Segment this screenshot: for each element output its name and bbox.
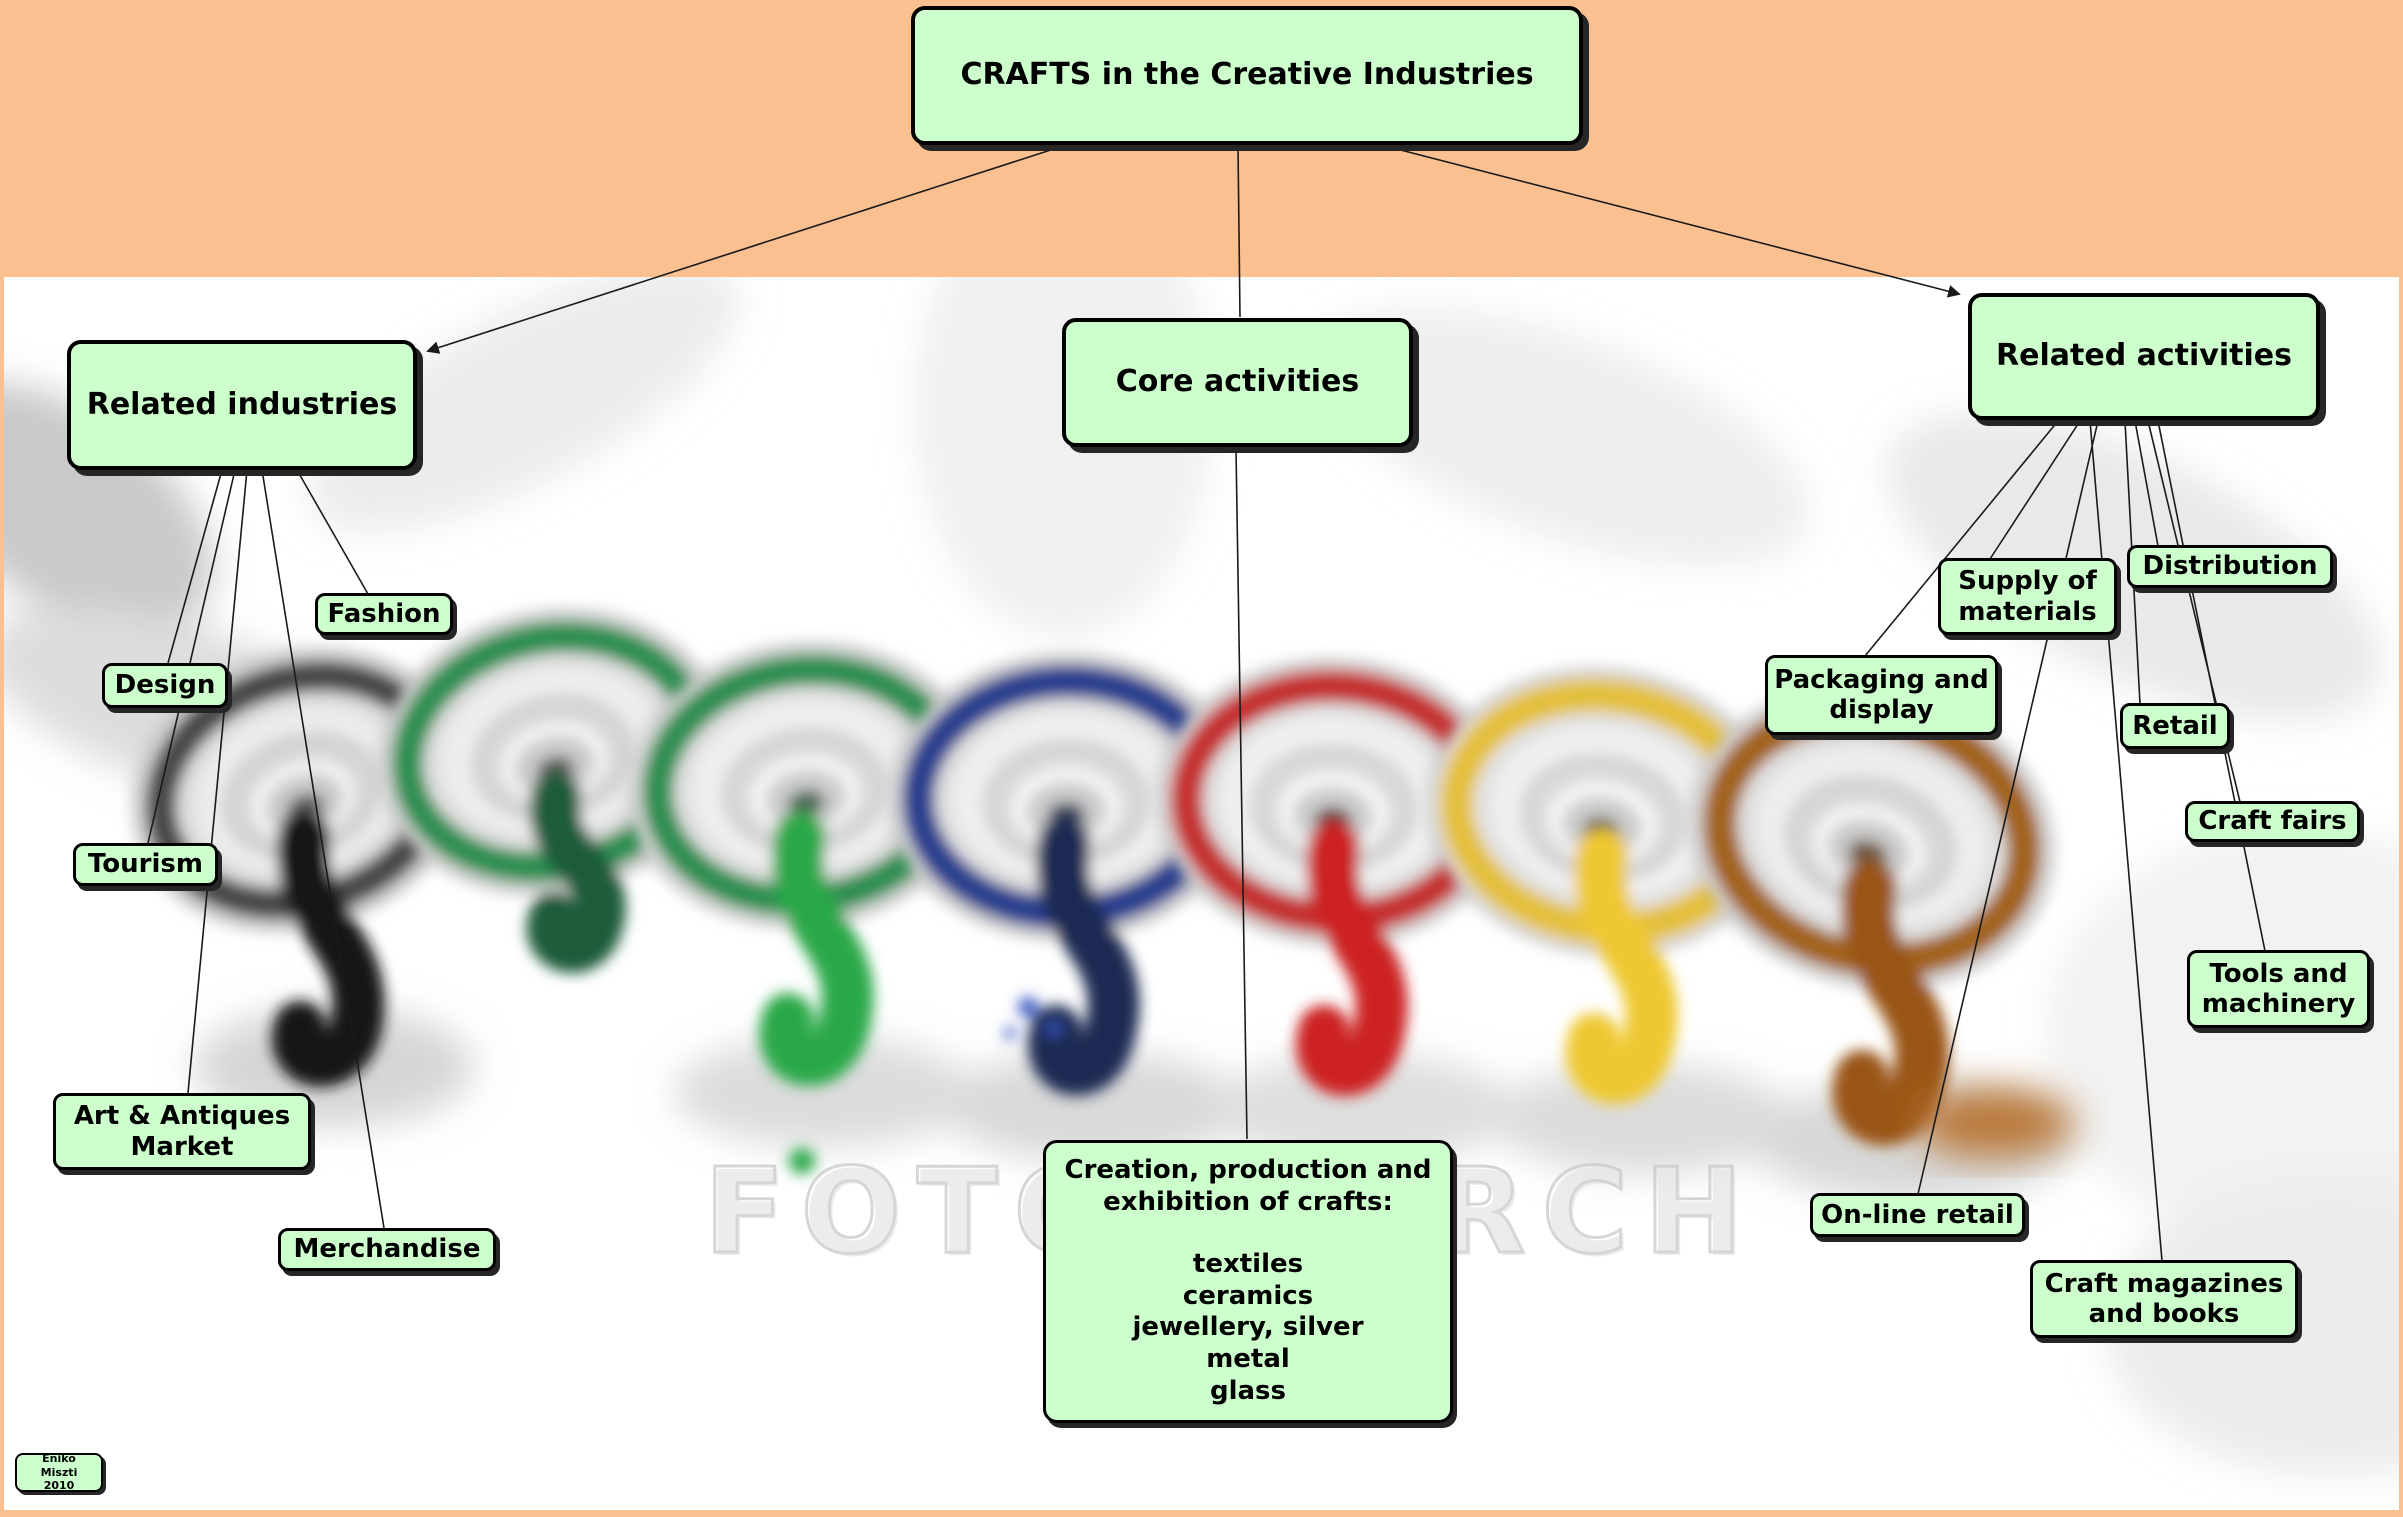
node-label: Merchandise: [293, 1234, 481, 1265]
node-label: Related activities: [1996, 338, 2292, 374]
connector: [1388, 146, 1961, 298]
node-online-retail[interactable]: On-line retail: [1810, 1193, 2025, 1237]
creation-item: glass: [1209, 1375, 1287, 1406]
node-distribution[interactable]: Distribution: [2127, 545, 2333, 588]
node-art-antiques-market[interactable]: Art & Antiques Market: [53, 1093, 311, 1170]
node-crafts-title[interactable]: CRAFTS in the Creative Industries: [911, 6, 1583, 145]
node-label: Craft magazines and books: [2044, 1268, 2284, 1329]
node-tools-machinery[interactable]: Tools and machinery: [2187, 950, 2370, 1028]
paint-tube-yellow: [1427, 668, 1781, 1104]
node-label: CRAFTS in the Creative Industries: [960, 57, 1534, 93]
node-label: Fashion: [327, 598, 441, 629]
node-label: Packaging and display: [1774, 664, 1989, 725]
author-credit: Eniko Miszti 2010: [15, 1451, 103, 1493]
node-creation-production[interactable]: Creation, production and exhibition of c…: [1043, 1140, 1453, 1423]
node-core-activities[interactable]: Core activities: [1062, 318, 1413, 447]
node-related-activities[interactable]: Related activities: [1968, 293, 2320, 420]
node-retail[interactable]: Retail: [2120, 703, 2230, 749]
node-craft-magazines-books[interactable]: Craft magazines and books: [2030, 1260, 2298, 1338]
creation-item: jewellery, silver: [1132, 1312, 1364, 1343]
node-label: Core activities: [1115, 364, 1360, 400]
credit-name: Eniko Miszti: [40, 1451, 78, 1479]
node-design[interactable]: Design: [102, 663, 228, 708]
node-label: Design: [114, 670, 216, 701]
node-related-industries[interactable]: Related industries: [67, 340, 417, 470]
creation-item: metal: [1206, 1344, 1290, 1375]
node-label: Retail: [2132, 710, 2218, 741]
node-supply-of-materials[interactable]: Supply of materials: [1938, 558, 2117, 635]
node-label: Craft fairs: [2198, 806, 2347, 837]
creation-header: Creation, production and exhibition of c…: [1064, 1155, 1432, 1218]
node-packaging-display[interactable]: Packaging and display: [1765, 655, 1998, 735]
node-merchandise[interactable]: Merchandise: [278, 1228, 496, 1271]
node-label: Related industries: [86, 386, 398, 422]
node-label: Art & Antiques Market: [73, 1101, 291, 1162]
credit-year: 2010: [43, 1479, 75, 1493]
creation-item: ceramics: [1182, 1280, 1314, 1311]
node-fashion[interactable]: Fashion: [315, 593, 453, 635]
node-label: Supply of materials: [1958, 566, 2097, 627]
node-tourism[interactable]: Tourism: [73, 843, 218, 886]
node-label: Tourism: [88, 849, 203, 880]
creation-item: textiles: [1192, 1248, 1304, 1279]
node-craft-fairs[interactable]: Craft fairs: [2185, 801, 2360, 842]
node-label: On-line retail: [1821, 1199, 2014, 1230]
node-label: Tools and machinery: [2201, 958, 2356, 1019]
node-label: Distribution: [2142, 551, 2318, 582]
